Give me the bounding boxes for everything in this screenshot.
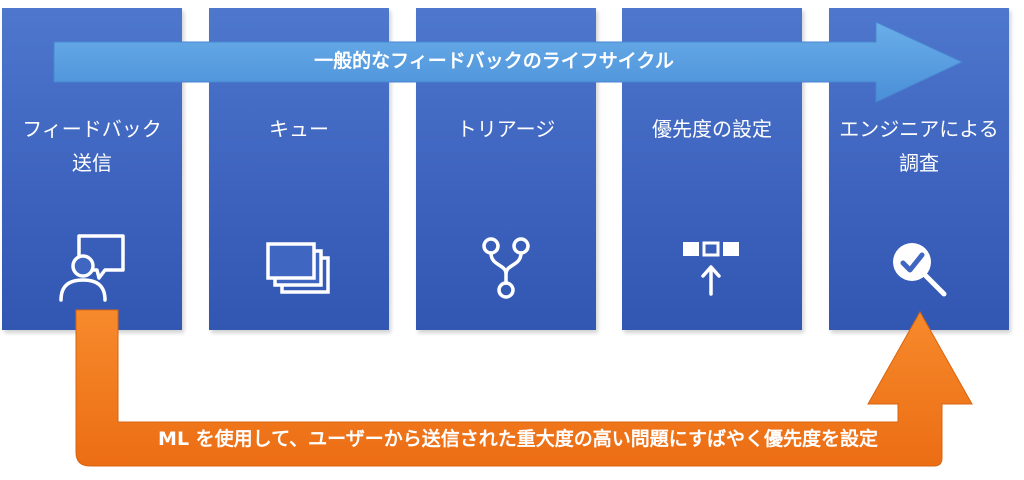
stage-label-feedback-submit: フィードバック 送信 xyxy=(22,117,162,175)
user-feedback-icon xyxy=(55,230,129,306)
stage-label-engineer-investigation: エンジニアによる 調査 xyxy=(839,117,999,175)
branch-icon xyxy=(469,230,543,306)
stage-label-triage: トリアージ xyxy=(456,117,556,141)
stage-label-queue: キュー xyxy=(269,117,329,141)
ml-caption: ML を使用して、ユーザーから送信された重大度の高い問題にすばやく優先度を設定 xyxy=(158,428,878,450)
reorder-icon xyxy=(675,230,749,306)
stacked-windows-icon xyxy=(262,230,336,306)
lifecycle-title: 一般的なフィードバックのライフサイクル xyxy=(314,50,674,72)
magnifier-check-icon xyxy=(882,230,956,306)
stage-label-prioritize: 優先度の設定 xyxy=(652,117,772,141)
